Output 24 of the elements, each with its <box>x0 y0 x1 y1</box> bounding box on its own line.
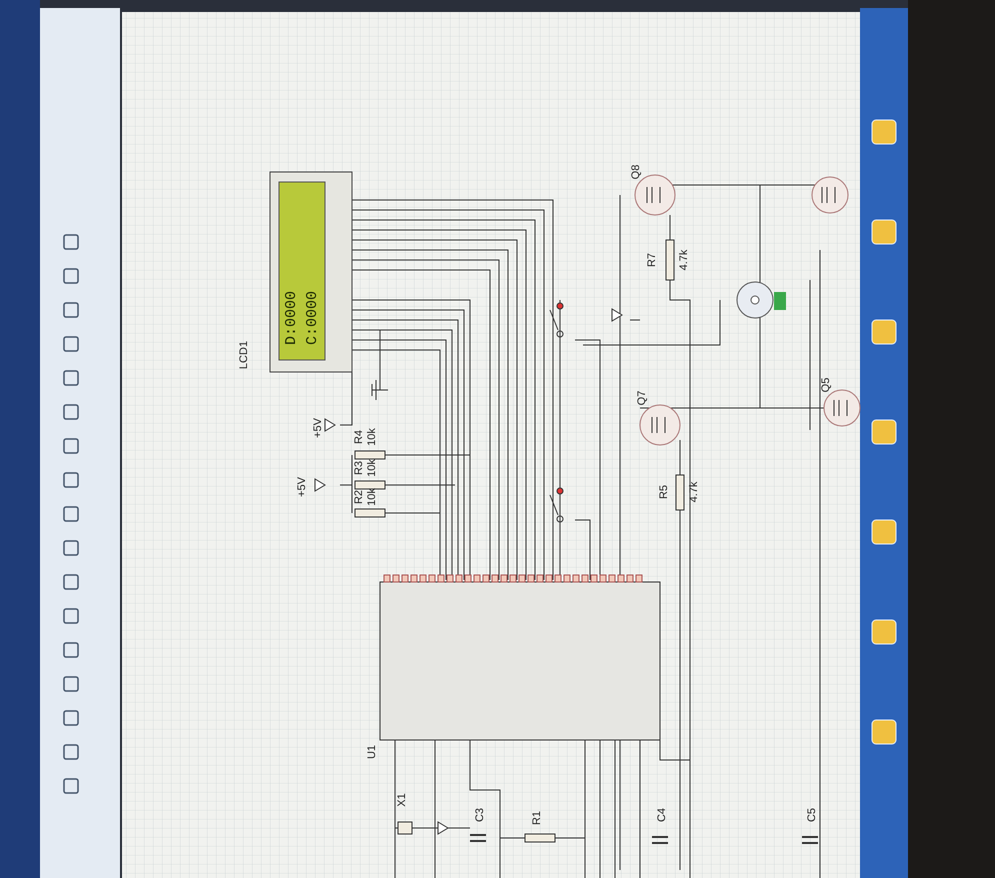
component-label: Q5 <box>820 378 832 392</box>
component-label: 4.7k <box>688 482 700 502</box>
component-label: Q7 <box>636 390 648 406</box>
component-label: 10k <box>366 428 378 446</box>
component-label: C4 <box>656 808 668 822</box>
component-label: LCD1 <box>238 340 250 370</box>
component-label: 10k <box>366 459 378 477</box>
component-label: +5V <box>296 477 308 497</box>
component-label: X1 <box>396 793 408 807</box>
component-label: +5V <box>312 418 324 438</box>
component-label: R1 <box>531 810 543 826</box>
display-readout: C:0000 <box>305 291 321 345</box>
display-readout: D:0000 <box>284 291 300 345</box>
component-label: R5 <box>658 484 670 500</box>
component-label: U1 <box>366 744 378 760</box>
component-label: 10k <box>366 488 378 506</box>
component-label: R2 <box>353 490 365 504</box>
component-label: R7 <box>646 252 658 268</box>
component-label: C3 <box>474 808 486 822</box>
component-label: 4.7k <box>678 250 690 270</box>
component-label: R4 <box>353 430 365 444</box>
component-label: R3 <box>353 460 365 476</box>
component-label: Q8 <box>630 164 642 180</box>
component-label: C5 <box>806 808 818 822</box>
